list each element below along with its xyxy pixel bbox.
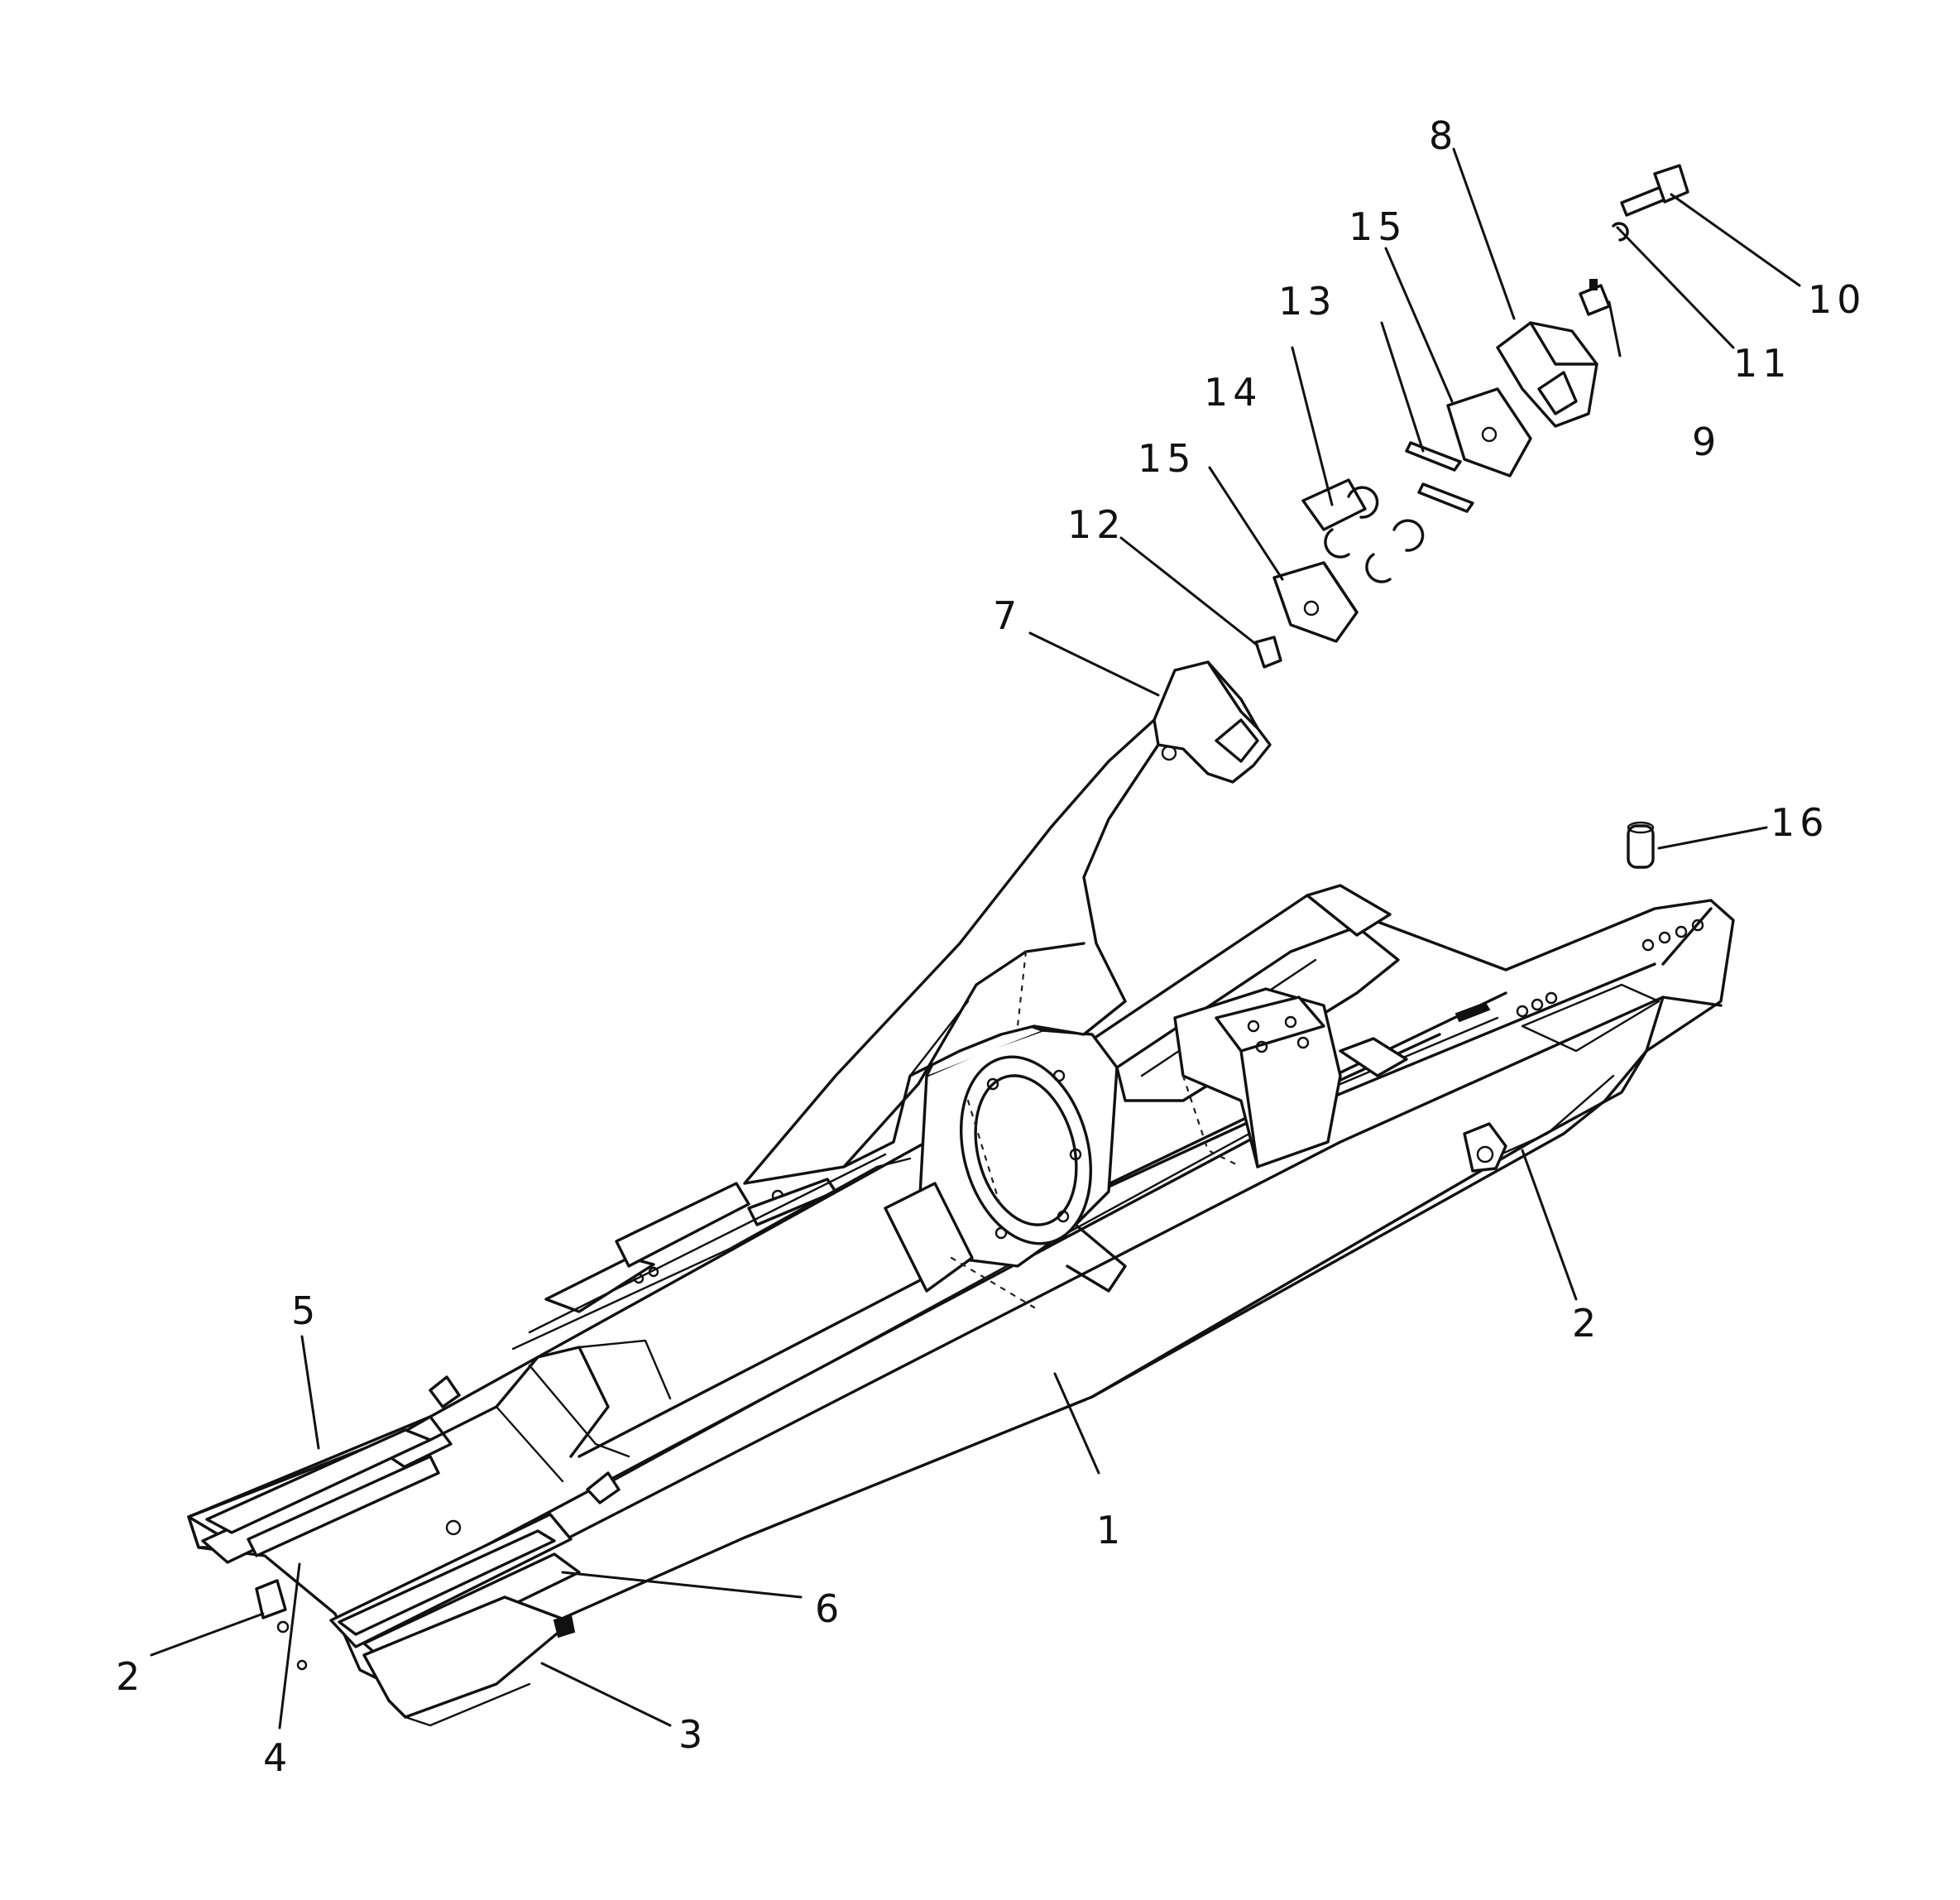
callout-9: 9 [1692, 420, 1721, 464]
mounting-bracket-2 [1463, 1122, 1507, 1173]
leader-lines [150, 147, 1801, 1730]
track-frame [187, 894, 1735, 1727]
equalizer-arm-7 [743, 660, 1272, 1185]
track-guide-pad-6 [338, 1529, 556, 1636]
callout-8: 8 [1429, 113, 1458, 158]
shell-15-lower [1272, 561, 1359, 643]
track-guide-pad-4 [247, 1455, 440, 1557]
bushing-12 [1254, 636, 1282, 669]
pedestal-box [1173, 987, 1408, 1168]
callout-13: 13 [1278, 279, 1337, 324]
callout-4: 4 [263, 1735, 292, 1780]
lock-washer-11 [1612, 222, 1629, 242]
mounting-bracket-2-left [255, 1579, 287, 1619]
guard-3 [362, 1595, 573, 1719]
callout-14: 14 [1204, 370, 1263, 415]
callout-12: 12 [1067, 502, 1126, 547]
callout-15: 15 [1138, 436, 1196, 481]
callout-3: 3 [678, 1712, 707, 1757]
grease-fitting-9 [1579, 279, 1611, 316]
shims-13 [1405, 441, 1474, 513]
shell-15-upper [1446, 387, 1532, 477]
callout-2: 2 [116, 1654, 145, 1699]
callout-6: 6 [815, 1586, 844, 1631]
cap-8 [1496, 321, 1598, 428]
retainer-rings-14 [1301, 478, 1425, 583]
callout-11: 11 [1733, 341, 1792, 386]
callout-15: 15 [1349, 204, 1407, 249]
callout-10: 10 [1808, 277, 1867, 322]
callout-labels: 1 2 2 3 4 5 6 7 8 9 10 11 12 13 14 15 15… [116, 113, 1867, 1780]
callout-7: 7 [993, 593, 1022, 638]
callout-2: 2 [1572, 1301, 1601, 1346]
callout-1: 1 [1096, 1508, 1125, 1552]
bolt-10 [1620, 164, 1689, 217]
pin-16 [1627, 821, 1655, 869]
callout-5: 5 [291, 1288, 320, 1333]
callout-16: 16 [1771, 800, 1829, 845]
